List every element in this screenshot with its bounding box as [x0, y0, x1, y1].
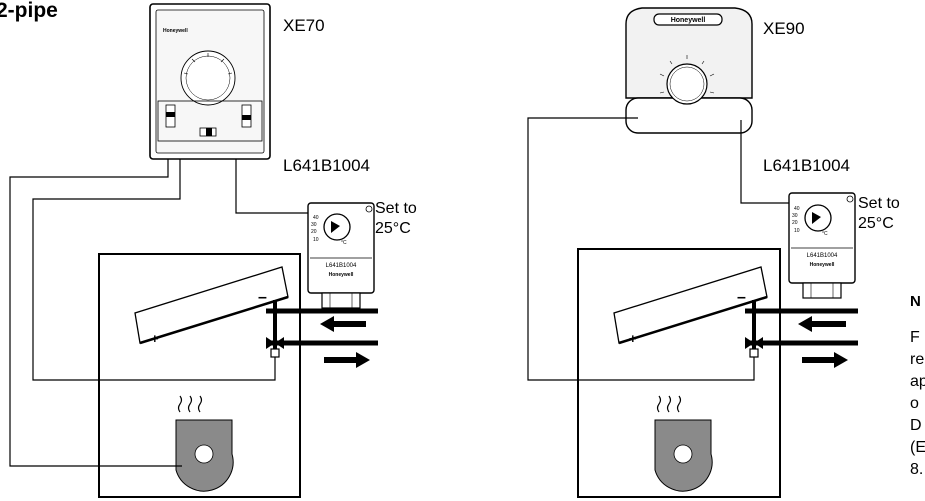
- left-system: Honeywell XE70 40 30 20 10: [9, 3, 417, 498]
- xe90-label: XE90: [763, 19, 805, 38]
- wiring: [9, 159, 308, 467]
- thermostat-brand-logo: Honeywell: [671, 17, 706, 24]
- note-line: o: [910, 395, 919, 412]
- note-line: F: [910, 329, 920, 346]
- svg-text:40: 40: [313, 215, 319, 221]
- thermostat-brand-logo: Honeywell: [163, 28, 188, 34]
- svg-text:20: 20: [311, 229, 317, 235]
- return-flow-arrow: [802, 352, 848, 368]
- coil-minus-terminal: –: [258, 289, 267, 306]
- xe70-label: XE70: [283, 16, 325, 35]
- three-way-valve: [266, 337, 284, 358]
- svg-text:°C: °C: [341, 240, 347, 246]
- note-panel: N F re ap o D (E 8.: [910, 293, 925, 478]
- aquastat-brand: Honeywell: [810, 262, 835, 268]
- setpoint-label: Set to: [375, 200, 417, 217]
- coil: – +: [613, 266, 768, 346]
- coil: – +: [134, 266, 289, 346]
- wiring: [527, 117, 789, 381]
- aquastat-plate-model: L641B1004: [326, 263, 357, 269]
- svg-text:10: 10: [794, 228, 800, 234]
- supply-flow-arrow: [798, 316, 846, 332]
- right-aquastat: 40 30 20 10 °C L641B1004 Honeywell: [788, 192, 856, 299]
- left-aquastat: 40 30 20 10 °C L641B1004 Honeywell: [307, 202, 375, 309]
- page-title: 2-pipe: [0, 0, 58, 22]
- xe90-thermostat: Honeywell: [625, 7, 753, 134]
- svg-text:40: 40: [794, 206, 800, 212]
- setpoint-value: 25°C: [375, 220, 411, 237]
- blower-fan: [175, 395, 234, 492]
- note-line: ap: [910, 373, 925, 390]
- fan-coil-unit: [577, 248, 781, 498]
- aquastat-model-label: L641B1004: [283, 156, 370, 175]
- svg-text:30: 30: [311, 222, 317, 228]
- aquastat-model-label: L641B1004: [763, 156, 850, 175]
- blower-fan: [654, 395, 713, 492]
- xe70-thermostat: Honeywell: [149, 3, 271, 160]
- svg-text:°C: °C: [822, 231, 828, 237]
- note-heading: N: [910, 293, 921, 310]
- aquastat-plate-model: L641B1004: [807, 253, 838, 259]
- temperature-dial[interactable]: [666, 63, 708, 105]
- temperature-dial[interactable]: [180, 50, 236, 106]
- three-way-valve: [745, 337, 763, 358]
- svg-text:20: 20: [792, 220, 798, 226]
- svg-text:10: 10: [313, 237, 319, 243]
- setpoint-label: Set to: [858, 195, 900, 212]
- right-system: Honeywell XE90 40 30 20 10 °C L641B1004: [527, 7, 900, 498]
- coil-plus-terminal: +: [151, 331, 159, 346]
- note-line: re: [910, 351, 924, 368]
- coil-minus-terminal: –: [737, 289, 746, 306]
- aquastat-brand: Honeywell: [329, 272, 354, 278]
- note-line: D: [910, 417, 922, 434]
- svg-text:30: 30: [792, 213, 798, 219]
- coil-plus-terminal: +: [629, 331, 637, 346]
- note-line: 8.: [910, 461, 923, 478]
- fan-coil-unit: [98, 253, 301, 498]
- setpoint-value: 25°C: [858, 215, 894, 232]
- supply-flow-arrow: [320, 316, 366, 332]
- note-line: (E: [910, 439, 925, 456]
- return-flow-arrow: [324, 352, 370, 368]
